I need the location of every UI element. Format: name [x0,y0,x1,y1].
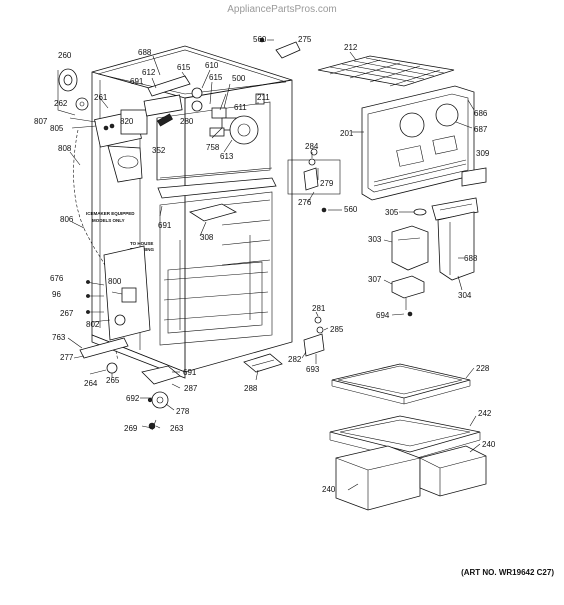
callout-label: 352 [152,146,166,155]
callout-label: 305 [385,208,399,217]
watermark: AppliancePartsPros.com [227,4,337,15]
callout-label: 806 [60,215,74,224]
callout-label: 686 [474,109,488,118]
callout-label: 240 [482,440,496,449]
callout-label: 560 [253,35,267,44]
freezer-panel-201 [361,85,475,201]
callout-label: 96 [52,290,61,299]
callout-label: 262 [54,99,68,108]
shelf-242 [329,415,481,461]
fill-cup-260 [57,68,89,116]
callout-label: 285 [330,325,344,334]
callout-label: 693 [306,365,320,374]
callout-label: 228 [476,364,490,373]
callout-label: 611 [234,103,247,112]
callout-label: 275 [298,35,312,44]
callout-label: 211 [257,93,270,102]
callout-labels: 560 275 212 260 688 612 615 610 691 615 … [34,35,496,494]
callout-label: 267 [60,309,74,318]
callout-label: 304 [458,291,472,300]
callout-label: 263 [170,424,184,433]
shelf-228 [331,363,471,405]
callout-label: 500 [232,74,246,83]
callout-label: 282 [288,355,302,364]
callout-label: 265 [106,376,120,385]
callout-label: 676 [50,274,64,283]
callout-label: 805 [50,124,64,133]
icemaker-note-1: ICEMAKER EQUIPPED [86,211,135,216]
callout-label: 691 [183,368,197,377]
callout-label: 610 [205,61,219,70]
callout-label: 201 [340,129,354,138]
callout-label: 212 [344,43,358,52]
wire-shelf-212 [317,55,455,87]
callout-label: 277 [60,353,74,362]
leader-lines [67,39,481,491]
callout-label: 692 [126,394,140,403]
callout-label: 615 [209,73,223,82]
callout-label: 691 [130,77,144,86]
water-valve-800 [85,245,151,341]
callout-label: 287 [184,384,198,393]
control-parts [143,75,265,145]
callout-label: 264 [84,379,98,388]
callout-label: 269 [124,424,138,433]
callout-label: 242 [478,409,492,418]
callout-label: 303 [368,235,382,244]
callout-label: 288 [244,384,258,393]
callout-label: 808 [58,144,72,153]
cover-309 [461,167,487,187]
callout-label: 687 [474,125,488,134]
callout-label: 276 [298,198,312,207]
icemaker-assembly [94,109,148,183]
callout-label: 309 [476,149,490,158]
shelf-support-282 [303,316,325,357]
callout-label: 240 [322,485,336,494]
crisper-drawers [335,445,487,511]
callout-label: 280 [180,117,194,126]
hinge-275 [259,37,301,59]
callout-label: 688 [464,254,478,263]
duct-assembly [391,197,479,317]
callout-label: 800 [108,277,122,286]
bracket-279 [287,148,341,213]
callout-label: 807 [34,117,48,126]
callout-label: 278 [176,407,190,416]
icemaker-note-2: MODELS ONLY [92,218,125,223]
callout-label: 281 [312,304,326,313]
house-note-1: TO HOUSE [130,241,153,246]
callout-label: 694 [376,311,390,320]
callout-label: 261 [94,93,108,102]
callout-label: 279 [320,179,334,188]
callout-label: 691 [158,221,172,230]
callout-label: 307 [368,275,382,284]
callout-label: 560 [344,205,358,214]
callout-label: 802 [86,320,100,329]
callout-label: 284 [305,142,319,151]
callout-label: 820 [120,117,134,126]
callout-label: 758 [206,143,220,152]
bottom-parts [79,337,283,431]
callout-label: 688 [138,48,152,57]
callout-label: 260 [58,51,72,60]
callout-label: 308 [200,233,214,242]
callout-label: 615 [177,63,191,72]
callout-label: 613 [220,152,234,161]
art-number: (ART NO. WR19642 C27) [461,568,554,577]
callout-label: 612 [142,68,156,77]
callout-label: 763 [52,333,66,342]
